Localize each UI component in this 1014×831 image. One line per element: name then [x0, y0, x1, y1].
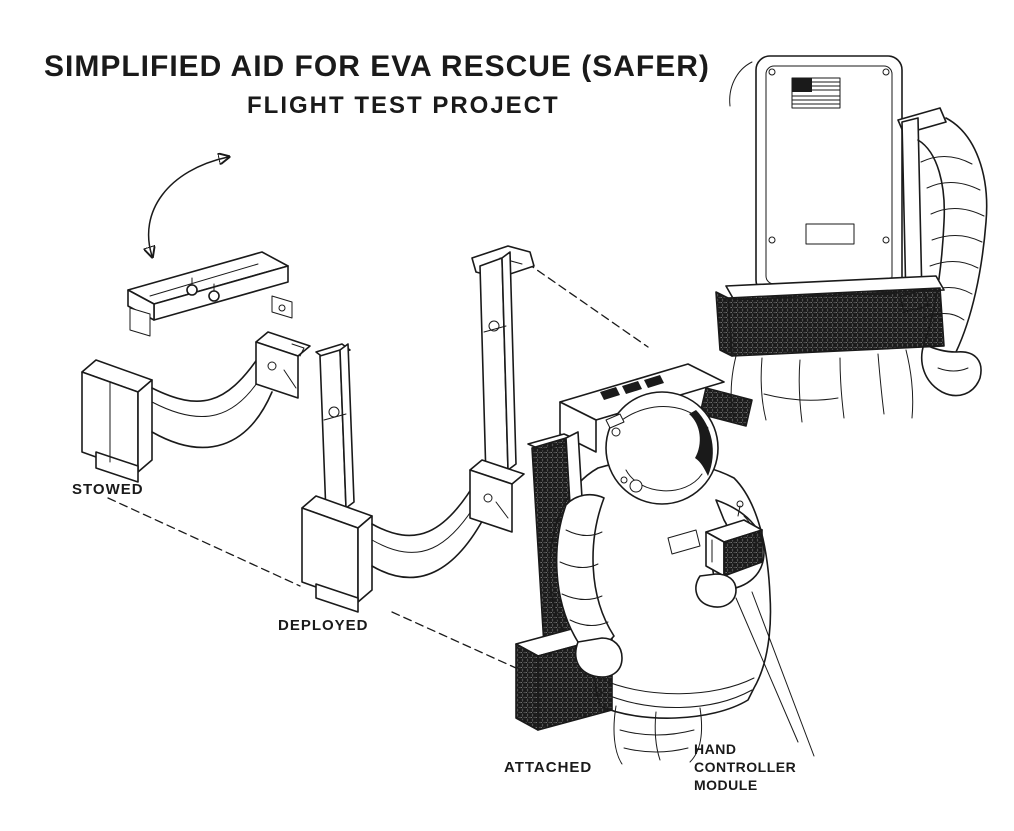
helmet-light — [605, 413, 625, 429]
us-flag-icon — [791, 77, 841, 109]
attached-astronaut-drawing — [515, 363, 815, 765]
back-right-arm — [917, 117, 988, 397]
left-glove — [574, 637, 623, 678]
page-title: SIMPLIFIED AID FOR EVA RESCUE (SAFER) — [44, 50, 710, 83]
stowed-unit-drawing — [81, 251, 311, 483]
caption-hand-controller-module: HAND CONTROLLER MODULE — [694, 741, 797, 794]
astronaut-back-view-drawing — [715, 55, 988, 423]
deployed-unit-drawing — [301, 245, 535, 613]
page-subtitle: FLIGHT TEST PROJECT — [247, 92, 560, 119]
hand-controller-module — [705, 500, 763, 577]
caption-stowed: STOWED — [72, 481, 144, 498]
deploy-rotation-arrow-icon — [149, 157, 228, 256]
back-safer-band — [727, 287, 945, 357]
caption-attached: ATTACHED — [504, 759, 593, 776]
attached-base-box — [515, 643, 539, 731]
caption-deployed: DEPLOYED — [278, 617, 369, 634]
helmet — [605, 391, 719, 505]
right-glove — [695, 573, 737, 608]
back-glove — [920, 343, 982, 397]
visor-shade — [689, 410, 713, 476]
assembly-dashed-lines — [107, 262, 649, 669]
shoulder-pad — [699, 387, 753, 427]
